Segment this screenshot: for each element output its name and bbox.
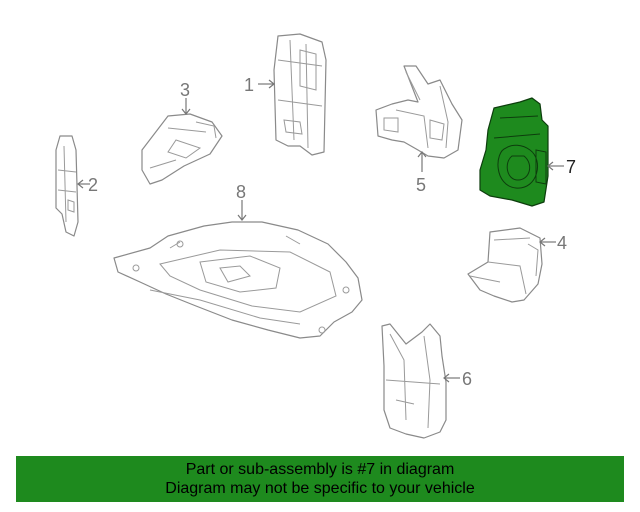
arrow-2: [77, 179, 84, 189]
arrow-3: [181, 108, 191, 115]
part-3-shield[interactable]: [141, 113, 223, 185]
part-5-duct[interactable]: [375, 65, 463, 159]
part-6-lower-duct[interactable]: [381, 323, 447, 439]
arrow-1: [268, 79, 275, 89]
part-8-underbody-shield[interactable]: [113, 221, 363, 339]
callout-8[interactable]: 8: [236, 182, 246, 202]
info-banner: Part or sub-assembly is #7 in diagram Di…: [16, 456, 624, 502]
part-2-bracket[interactable]: [55, 135, 79, 237]
callout-4[interactable]: 4: [557, 233, 567, 253]
banner-line-1: Part or sub-assembly is #7 in diagram: [185, 461, 455, 478]
callout-6[interactable]: 6: [462, 369, 472, 389]
part-1-deflector[interactable]: [273, 33, 327, 156]
callout-2[interactable]: 2: [88, 175, 98, 195]
arrow-7: [547, 161, 554, 171]
callout-3[interactable]: 3: [180, 80, 190, 100]
banner-line-2: Diagram may not be specific to your vehi…: [165, 480, 475, 497]
callout-1[interactable]: 1: [244, 75, 254, 95]
parts-diagram: 1 2 3 5 7 8: [55, 33, 576, 439]
part-7-splash-shield-highlighted[interactable]: [479, 97, 549, 207]
arrow-5: [417, 151, 427, 158]
callout-5[interactable]: 5: [416, 175, 426, 195]
callout-7[interactable]: 7: [566, 157, 576, 177]
arrow-4: [539, 237, 546, 247]
arrow-8: [237, 214, 247, 221]
arrow-6: [443, 373, 450, 383]
part-4-side-shield[interactable]: [467, 227, 543, 303]
